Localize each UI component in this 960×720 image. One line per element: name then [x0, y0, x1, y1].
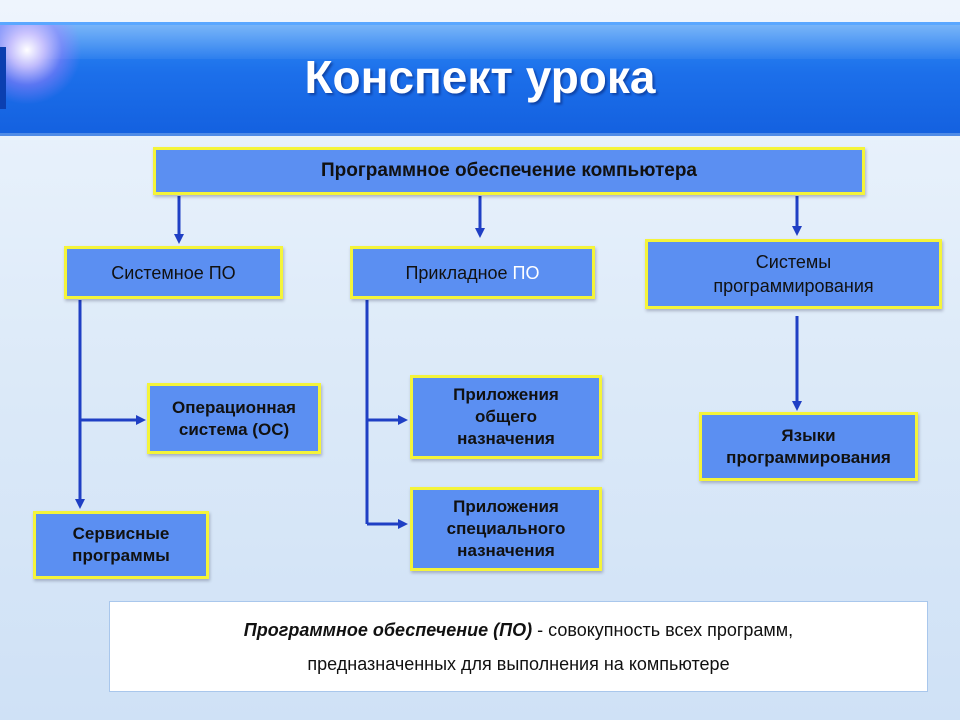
node-special-apps-label: Приложения специального назначения [446, 497, 566, 560]
node-system-software: Системное ПО [64, 246, 283, 299]
node-general-apps-label: Приложения общего назначения [453, 385, 559, 448]
definition-text-1: - совокупность всех программ, [532, 619, 794, 640]
node-programming-systems-label: Системы программирования [713, 252, 874, 296]
page-title: Конспект урока [304, 51, 656, 103]
applied-text: Прикладное [405, 262, 513, 283]
definition-box: Программное обеспечение (ПО) - совокупно… [109, 601, 928, 692]
node-special-apps: Приложения специального назначения [410, 487, 602, 571]
node-operating-system: Операционная система (ОС) [147, 383, 321, 454]
node-system-software-label: Системное ПО [111, 262, 236, 283]
node-applied-software: Прикладное ПО [350, 246, 595, 299]
node-general-apps: Приложения общего назначения [410, 375, 602, 459]
node-programming-languages-label: Языки программирования [726, 425, 891, 467]
node-software-label: Программное обеспечение компьютера [320, 160, 697, 181]
applied-accent: ПО [512, 262, 540, 283]
node-service-programs-label: Сервисные программы [72, 524, 170, 565]
definition-term: Программное обеспечение (ПО) [243, 619, 533, 640]
node-software: Программное обеспечение компьютера [153, 147, 865, 195]
banner-highlight [0, 25, 960, 59]
node-applied-software-label: Прикладное ПО [405, 261, 539, 285]
title-banner: Конспект урока [0, 22, 960, 136]
definition-line-1: Программное обеспечение (ПО) - совокупно… [244, 613, 793, 647]
node-programming-languages: Языки программирования [699, 412, 918, 481]
definition-line-2: предназначенных для выполнения на компью… [307, 653, 730, 674]
banner-edge [0, 47, 6, 109]
node-programming-systems: Системы программирования [645, 239, 942, 309]
node-service-programs: Сервисные программы [33, 511, 209, 579]
node-operating-system-label: Операционная система (ОС) [172, 397, 296, 439]
